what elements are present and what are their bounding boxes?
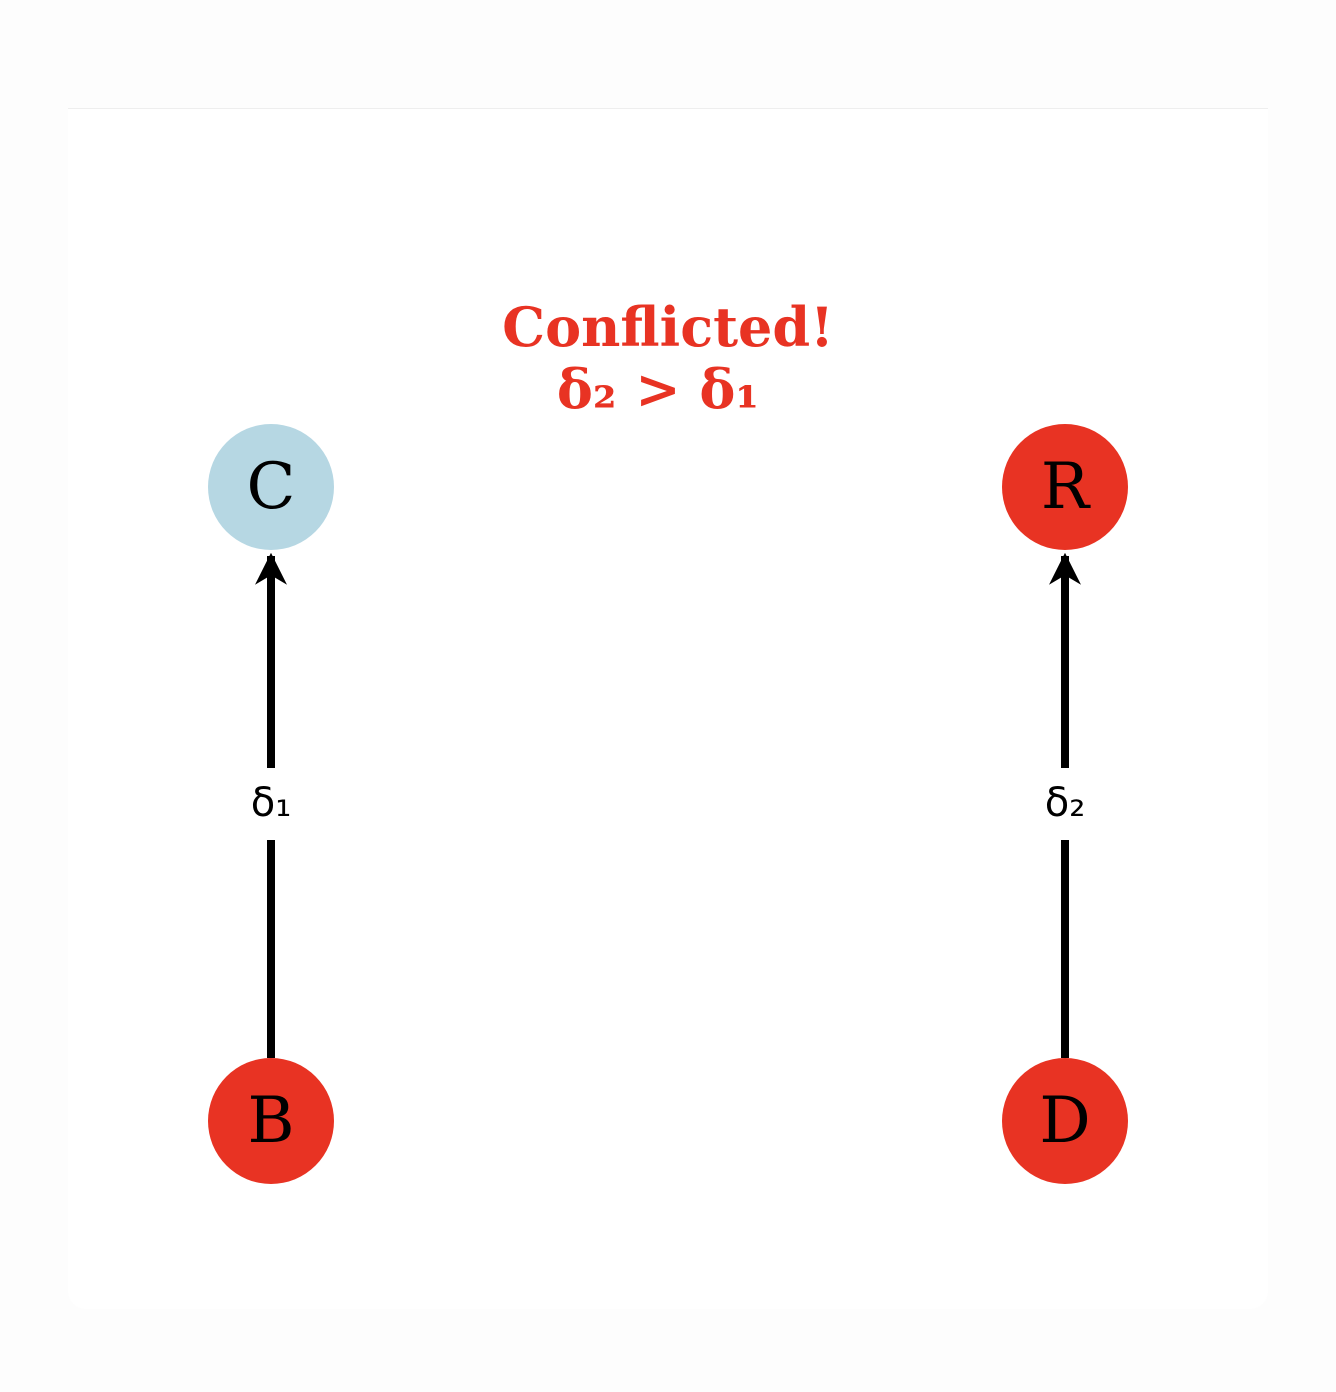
node-b: B	[208, 1058, 334, 1184]
node-d-circle	[1002, 1058, 1128, 1184]
edge-b-to-c: δ₁	[251, 552, 292, 1058]
node-b-circle	[208, 1058, 334, 1184]
node-d-label: D	[1039, 1084, 1090, 1158]
edge-label-delta2: δ₂	[1045, 780, 1086, 826]
node-r: R	[1002, 424, 1128, 550]
edge-d-to-r: δ₂	[1045, 552, 1086, 1058]
node-r-label: R	[1041, 450, 1091, 524]
node-r-circle	[1002, 424, 1128, 550]
node-b-label: B	[247, 1084, 294, 1158]
edge-label-delta1: δ₁	[251, 780, 292, 826]
node-c: C	[208, 424, 334, 550]
diagram-title-line1: Conflicted!	[502, 295, 834, 359]
node-c-circle	[208, 424, 334, 550]
diagram-title-line2: δ₂ > δ₁	[557, 357, 759, 421]
node-c-label: C	[247, 450, 296, 524]
node-d: D	[1002, 1058, 1128, 1184]
